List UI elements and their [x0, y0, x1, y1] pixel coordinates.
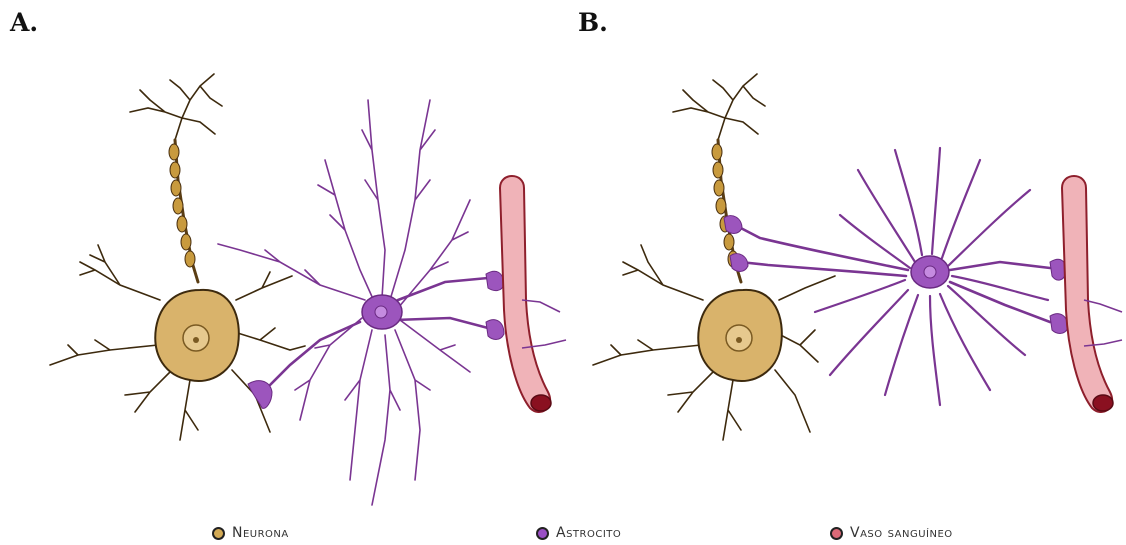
myelin-sheath [169, 144, 195, 267]
astrocyte-a-soma [362, 295, 402, 329]
legend-neuron-label: Neurona [232, 525, 289, 541]
legend-astrocyte-label: Astrocito [556, 525, 621, 541]
blood-vessel-b [1062, 176, 1122, 412]
legend-item-neuron: Neurona [212, 523, 289, 543]
legend-neuron-swatch [212, 527, 225, 540]
astrocyte-a-endfeet [248, 271, 504, 408]
neuron-b-soma [698, 290, 782, 381]
neuron-astrocyte-illustration [0, 0, 1126, 520]
panel-a-figure [50, 74, 566, 505]
astrocyte-a [218, 100, 488, 505]
legend-vessel-swatch [830, 527, 843, 540]
astrocyte-b-soma [911, 256, 949, 288]
neuron-b [593, 74, 835, 440]
neuron-a-soma [155, 290, 239, 381]
legend-astrocyte-swatch [536, 527, 549, 540]
legend-item-astrocyte: Astrocito [536, 523, 621, 543]
astrocyte-b [735, 148, 1050, 405]
legend-vessel-label: Vaso sanguíneo [850, 525, 953, 541]
myelin-sheath [712, 144, 738, 267]
panel-b-figure [593, 74, 1122, 440]
blood-vessel-a [500, 176, 566, 412]
legend-item-blood-vessel: Vaso sanguíneo [830, 523, 953, 543]
